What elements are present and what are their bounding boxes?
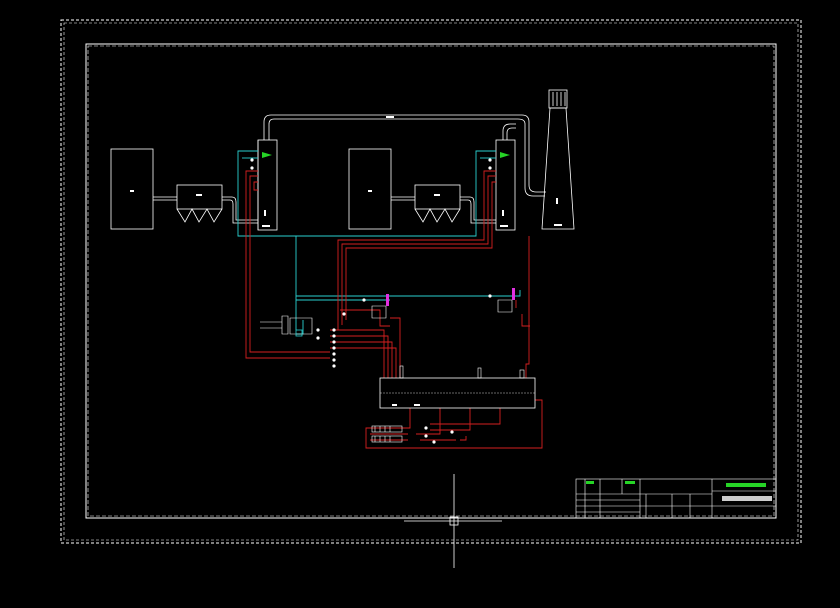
pump-symbol: [250, 158, 254, 162]
main-flue-duct: [263, 114, 546, 197]
pump-symbol: [432, 440, 436, 444]
dust-collector-1: [176, 184, 223, 223]
pump-symbol: [332, 352, 336, 356]
desulfurization-tower-2: [495, 139, 516, 231]
boiler-1: [110, 148, 154, 230]
flue-1: [153, 196, 258, 224]
pump-symbol: [488, 158, 492, 162]
pump-symbol: [488, 294, 492, 298]
outer-border: [60, 19, 802, 544]
filter-press-units: [371, 425, 403, 443]
boiler-2: [348, 148, 392, 230]
pump-symbol: [332, 340, 336, 344]
pump-symbol: [450, 430, 454, 434]
drawing-frame: [85, 43, 777, 519]
pump-symbol: [424, 426, 428, 430]
pump-symbol: [362, 298, 366, 302]
pump-symbol: [332, 358, 336, 362]
circulation-tank: [379, 365, 536, 409]
pump-symbol: [332, 346, 336, 350]
chimney: [541, 89, 575, 230]
pump-symbol: [316, 328, 320, 332]
pump-symbol: [424, 434, 428, 438]
dust-collector-2: [414, 184, 461, 223]
cad-crosshair: [404, 474, 502, 568]
title-block: [575, 478, 777, 519]
markers: [262, 152, 515, 337]
pump-symbol: [332, 364, 336, 368]
flue-2: [391, 196, 496, 224]
desulfurization-tower-1: [257, 139, 278, 231]
pump-symbol: [250, 166, 254, 170]
pump-symbol: [316, 336, 320, 340]
pump-symbol: [342, 312, 346, 316]
pump-symbol: [332, 328, 336, 332]
drawing-frame-inner: [87, 45, 775, 517]
pump-symbols: [250, 158, 492, 444]
pump-symbol: [488, 166, 492, 170]
pipework: [237, 150, 543, 449]
pump-symbol: [332, 334, 336, 338]
outer-border-inner: [63, 22, 799, 541]
